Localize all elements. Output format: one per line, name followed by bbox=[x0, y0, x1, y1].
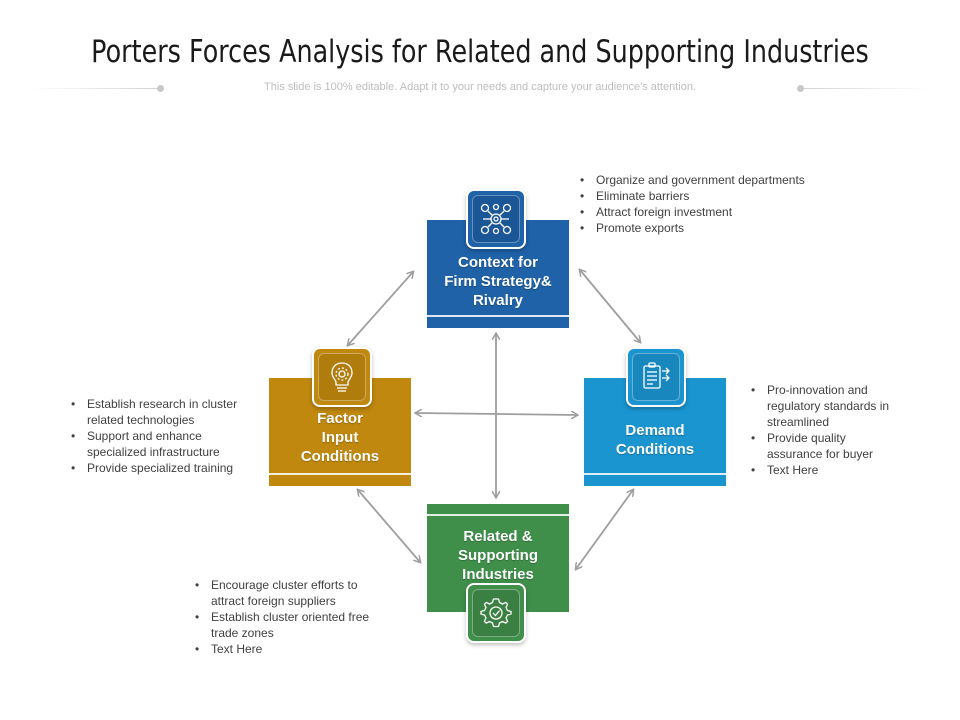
node-stripe bbox=[269, 473, 411, 475]
bullet-item: Organize and government departments bbox=[578, 172, 838, 188]
node-label-line: Industries bbox=[462, 566, 534, 583]
bullet-item: Eliminate barriers bbox=[578, 188, 838, 204]
node-label: Demand Conditions bbox=[588, 421, 722, 459]
node-stripe bbox=[584, 473, 726, 475]
bullets-bottom: Encourage cluster efforts to attract for… bbox=[193, 577, 393, 657]
arrow-bottom-right bbox=[576, 490, 633, 569]
arrow-left-bottom bbox=[358, 490, 420, 562]
node-factor-input: Factor Input Conditions bbox=[269, 378, 411, 486]
arrow-top-left bbox=[348, 272, 413, 345]
node-label-line: Input bbox=[321, 429, 359, 446]
bullet-item: Provide quality assurance for buyer bbox=[749, 430, 899, 462]
bullet-item: Promote exports bbox=[578, 220, 838, 236]
title-divider-right bbox=[800, 88, 930, 89]
lightbulb-gear-icon bbox=[312, 347, 372, 407]
node-label-line: Conditions bbox=[300, 448, 380, 465]
bullet-item: Text Here bbox=[749, 462, 899, 478]
title-divider-left bbox=[30, 88, 160, 89]
document-flow-icon bbox=[626, 347, 686, 407]
node-label-line: Rivalry bbox=[472, 292, 524, 309]
node-label-line: Context for bbox=[458, 254, 538, 271]
bullet-item: Establish research in cluster related te… bbox=[69, 396, 259, 428]
slide-subtitle: This slide is 100% editable. Adapt it to… bbox=[264, 81, 696, 93]
node-label-line: Factor bbox=[317, 410, 363, 427]
title-divider-left-dot bbox=[157, 85, 164, 92]
title-divider-right-dot bbox=[797, 85, 804, 92]
node-label: Related & Supporting Industries bbox=[431, 527, 565, 584]
node-stripe bbox=[427, 514, 569, 516]
node-label: Factor Input Conditions bbox=[273, 409, 407, 466]
gear-hand-icon bbox=[466, 583, 526, 643]
bullets-right: Pro-innovation and regulatory standards … bbox=[749, 382, 899, 478]
bullets-left: Establish research in cluster related te… bbox=[69, 396, 259, 476]
arrow-top-right bbox=[580, 270, 640, 342]
arrow-horizontal bbox=[416, 413, 577, 415]
node-label-line: Related & bbox=[463, 528, 533, 545]
network-nodes-icon bbox=[466, 189, 526, 249]
node-label-line: Supporting bbox=[458, 547, 538, 564]
node-stripe bbox=[427, 315, 569, 317]
bullet-item: Attract foreign investment bbox=[578, 204, 838, 220]
bullet-item: Encourage cluster efforts to attract for… bbox=[193, 577, 393, 609]
node-label: Context for Firm Strategy& Rivalry bbox=[431, 253, 565, 310]
bullets-top: Organize and government departments Elim… bbox=[578, 172, 838, 236]
bullet-item: Pro-innovation and regulatory standards … bbox=[749, 382, 899, 430]
bullet-item: Text Here bbox=[193, 641, 393, 657]
node-label-line: Firm Strategy& bbox=[444, 273, 552, 290]
bullet-item: Provide specialized training bbox=[69, 460, 259, 476]
bullet-item: Support and enhance specialized infrastr… bbox=[69, 428, 259, 460]
node-label-line: Conditions bbox=[615, 441, 695, 458]
bullet-item: Establish cluster oriented free trade zo… bbox=[193, 609, 393, 641]
slide-title: Porters Forces Analysis for Related and … bbox=[91, 34, 869, 70]
node-label-line: Demand bbox=[625, 422, 685, 439]
